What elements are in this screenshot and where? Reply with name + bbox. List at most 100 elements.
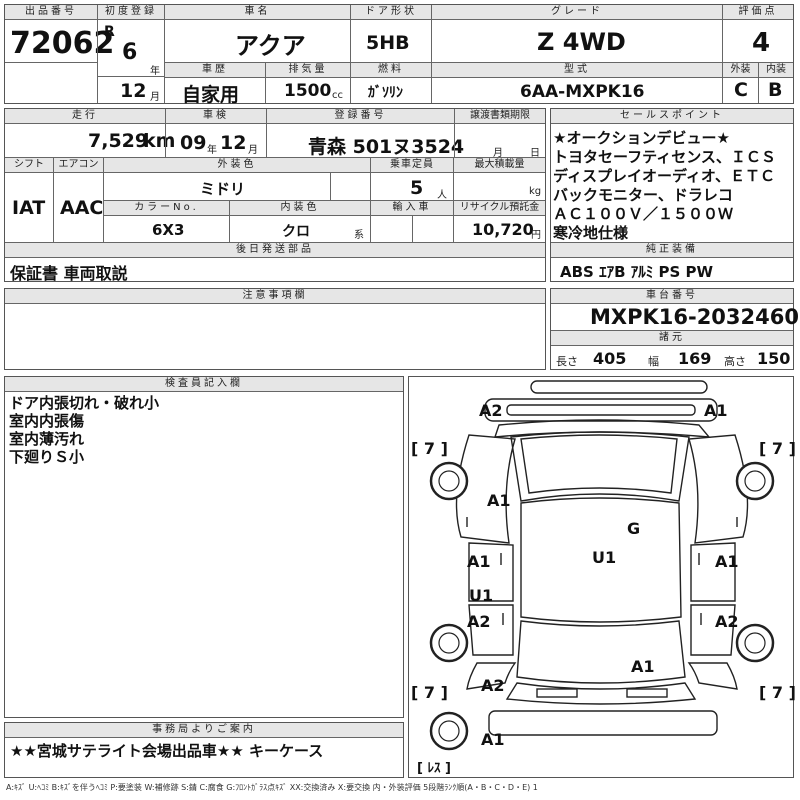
history-label: 車歴 <box>165 63 265 78</box>
lot-label: 出品番号 <box>5 5 97 20</box>
year-unit: 年 <box>150 66 160 77</box>
recycle-label: リサイクル預託金 <box>454 201 545 216</box>
transfer-day: 日 <box>530 148 540 159</box>
inspector-note: 下廻りＳ小 <box>9 448 85 466</box>
ext-label: 外装 <box>723 63 758 78</box>
damage-mark: A1 <box>704 401 728 420</box>
sales-point: ディスプレイオーディオ、ＥＴＣ <box>553 167 776 185</box>
tire-mark: [ 7 ] <box>759 439 796 458</box>
transfer-month: 月 <box>493 148 503 159</box>
inspector-note: 室内薄汚れ <box>9 430 85 448</box>
height: 150 <box>757 349 791 368</box>
reg-no-label: 登録番号 <box>267 109 454 124</box>
insp-year-unit: 年 <box>207 145 217 156</box>
mileage-label: 走行 <box>5 109 165 124</box>
notes-label: 注意事項欄 <box>5 289 545 304</box>
condition-diagram: A2 A1 [ 7 ] [ 7 ] A1 G U1 A1 A1 U1 A2 A2… <box>408 376 796 778</box>
int-color: クロ <box>282 224 310 240</box>
color-label: 外装色 <box>104 158 370 173</box>
sales-point: 寒冷地仕様 <box>553 224 629 242</box>
damage-mark: A1 <box>715 552 739 571</box>
damage-mark: A1 <box>467 552 491 571</box>
insp-month: 12 <box>220 132 247 154</box>
car-name-label: 車名 <box>165 5 350 20</box>
inspector-note: ドア内張切れ・破れ小 <box>9 394 160 412</box>
insp-month-unit: 月 <box>248 145 258 156</box>
score: 4 <box>752 28 771 58</box>
sales-point: ＡＣ１００Ｖ／１５００Ｗ <box>553 205 734 223</box>
loadcap-unit: kg <box>529 186 542 197</box>
first-reg-label: 初度登録 <box>98 5 164 20</box>
model-label: 型式 <box>432 63 722 78</box>
inspector-label: 検査員記入欄 <box>5 377 403 392</box>
top-block <box>4 4 794 104</box>
fuel: ｶﾞｿﾘﾝ <box>368 85 403 101</box>
chassis-label: 車台番号 <box>551 289 793 304</box>
door-label: ドア形状 <box>351 5 431 20</box>
standard-eq: ABS ｴｱB ｱﾙﾐ PS PW <box>560 263 714 281</box>
int-color-label: 内装色 <box>230 201 370 216</box>
tire-mark: [ 7 ] <box>759 683 796 702</box>
width: 169 <box>678 349 712 368</box>
capacity: 5 <box>410 177 424 199</box>
int-grade: B <box>768 79 783 101</box>
damage-mark: A2 <box>715 612 739 631</box>
reg-year: 6 <box>122 40 138 65</box>
length-label: 長さ <box>556 355 578 368</box>
fuel-label: 燃料 <box>351 63 431 78</box>
legend: A:ｷｽﾞ U:ﾍｺﾐ B:ｷｽﾞを伴うﾍｺﾐ P:要塗装 W:補修跡 S:錆 … <box>6 783 538 792</box>
disp-unit: cc <box>332 90 343 101</box>
damage-mark: U1 <box>469 586 494 605</box>
sales-point: バックモニター、ドラレコ <box>553 186 733 204</box>
insp-year: 09 <box>180 132 207 154</box>
car-outline-diagram <box>429 380 775 751</box>
damage-mark: A2 <box>479 401 503 420</box>
sales-points-label: セールスポイント <box>551 109 793 124</box>
ac-label: エアコン <box>54 158 103 173</box>
sales-points-list: ★オークションデビュー★ トヨタセーフティセンス、ＩＣＳ ディスプレイオーディオ… <box>553 129 776 243</box>
dims-label: 諸元 <box>551 331 793 346</box>
month-unit: 月 <box>150 92 160 103</box>
damage-mark: A2 <box>467 612 491 631</box>
shift: IAT <box>12 197 46 219</box>
door-type: 5HB <box>366 32 410 54</box>
later-docs: 保証書 車両取説 <box>10 264 128 283</box>
ac: AAC <box>60 197 104 219</box>
recycle-unit: 円 <box>531 230 541 241</box>
damage-mark: A1 <box>487 491 511 510</box>
reg-number: 青森 501ヌ3524 <box>308 136 465 158</box>
office-note: ★★宮城サテライト会場出品車★★ キーケース <box>10 742 324 760</box>
standard-eq-label: 純正装備 <box>551 243 793 258</box>
era: R <box>104 24 115 40</box>
history: 自家用 <box>182 84 240 106</box>
damage-mark: A2 <box>481 676 505 695</box>
reg-month: 12 <box>120 80 147 102</box>
disp-label: 排気量 <box>266 63 350 78</box>
color-no-label: カラーNo. <box>104 201 229 216</box>
shift-label: シフト <box>5 158 53 173</box>
recycle-fee: 10,720 <box>472 220 534 239</box>
inspector-block <box>4 376 404 718</box>
mileage: 7,529 <box>88 130 149 152</box>
loadcap-label: 最大積載量 <box>454 158 545 173</box>
chassis-number: MXPK16-2032460 <box>590 305 799 329</box>
inspector-note: 室内内張傷 <box>9 412 85 430</box>
color-no: 6X3 <box>152 221 185 239</box>
transfer-label: 譲渡書類期限 <box>455 109 545 124</box>
lot-number: 72062 <box>10 26 115 61</box>
office-label: 事務局よりご案内 <box>5 723 403 738</box>
int-color-unit: 系 <box>354 230 364 241</box>
mileage-unit: km <box>143 130 176 152</box>
spare-tire-mark: [ ﾚｽ ] <box>417 761 451 776</box>
damage-mark: A1 <box>481 730 505 749</box>
damage-mark: U1 <box>592 548 617 567</box>
import-label: 輸入車 <box>371 201 453 216</box>
inspection-label: 車検 <box>166 109 266 124</box>
score-label: 評価点 <box>723 5 793 20</box>
grade: Z 4WD <box>537 28 626 56</box>
sales-point: ★オークションデビュー★ <box>553 129 730 147</box>
displacement: 1500 <box>284 81 332 101</box>
ext-grade: C <box>734 79 748 101</box>
car-name: アクア <box>235 32 306 60</box>
damage-mark: A1 <box>631 657 655 676</box>
